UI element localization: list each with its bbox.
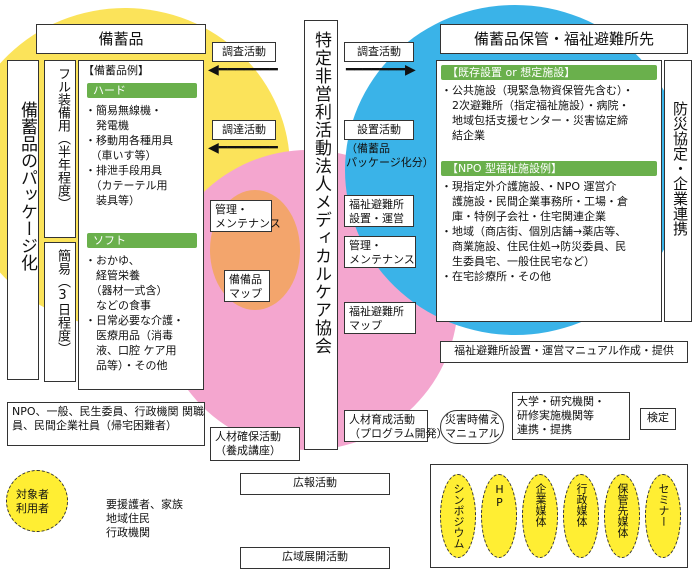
existing-item: ・公共施設（現緊急物資保管先含む）・: [441, 84, 634, 97]
install: 設置活動: [344, 120, 414, 140]
research-box: 大学・研究機関・ 研修実施機関等 連携・提携: [512, 392, 630, 440]
soft-list: ・おかゆ、 経管栄養 （器材一式含） などの食事・日常必要な介護・ 医療用品（消…: [85, 253, 184, 373]
arrow-procure: ◀━━━━━━━: [208, 140, 278, 156]
arrow-survey-right: ━━━━━━━▶: [346, 62, 416, 78]
package-note: （備蓄品 パッケージ化分）: [346, 142, 434, 169]
full-prep-label: フル装備用（半年程度）: [44, 60, 76, 238]
media-label: 企業媒体: [534, 483, 547, 527]
procure: 調達活動: [212, 120, 276, 140]
hard-tag: ハード: [87, 83, 197, 98]
npo-tag: 【NPO 型福祉施設例】: [441, 161, 657, 176]
npo-item: ・在宅診療所・その他: [441, 270, 551, 283]
right-vertical-title: 防災協定・企業連携: [664, 60, 692, 322]
simple-text: 簡易: [55, 249, 70, 275]
survey-right: 調査活動: [344, 42, 414, 62]
npo-item: ・地域（商店街、個別店舗→薬店等、: [441, 225, 627, 238]
media-box: [430, 464, 688, 568]
soft-item: ・日常必要な介護・: [85, 314, 184, 327]
npo-list: ・現指定外介護施設、・NPO 運営介 護施設・民間企業事務所・工場・倉 庫・特例…: [441, 179, 628, 284]
npo-item: ・現指定外介護施設、・NPO 運営介: [441, 180, 617, 193]
media-item: セミナー: [645, 474, 681, 558]
hard-item: （車いす等）: [85, 149, 157, 162]
survey-left: 調査活動: [212, 42, 276, 62]
soft-item: 品等）・その他: [85, 359, 168, 372]
media-label: 保管先媒体: [616, 483, 629, 538]
soft-item: （器材一式含）: [85, 284, 168, 297]
arrow-survey-left: ◀━━━━━━━: [208, 62, 278, 78]
npo-item: 商業施設、住民住処→防災委員、民: [441, 240, 627, 253]
npo-item: 護施設・民間企業事務所・工場・倉: [441, 195, 628, 208]
existing-tag: 【既存設置 or 想定施設】: [441, 65, 657, 80]
soft-item: 経管栄養: [85, 269, 140, 282]
disaster-manual: 災害時備え マニュアル: [440, 410, 504, 444]
media-item: シンポジウム: [440, 474, 476, 558]
facility-setup: 福祉避難所 設置・運営: [344, 195, 414, 227]
hard-item: 装具等）: [85, 194, 140, 207]
existing-item: 結企業: [441, 129, 485, 142]
left-header: 備蓄品: [36, 24, 206, 54]
soft-item: などの食事: [85, 299, 151, 312]
stock-example-box: 【備蓄品例】 ハード ・簡易無線機・ 発電機・移動用各種用具 （車いす等） ・排泄…: [78, 60, 204, 390]
hard-item: 発電機: [85, 119, 129, 132]
npo-item: 生委員宅、一般住民宅など）: [441, 255, 595, 268]
soft-tag: ソフト: [87, 233, 197, 248]
full-prep-period: （半年程度）: [55, 132, 70, 210]
full-prep-text: フル装備用: [55, 67, 70, 132]
simple-label: 簡易（3日程度）: [44, 242, 76, 382]
target-list: 要援護者、家族 地域住民 行政機関: [106, 498, 183, 539]
media-item: 企業媒体: [522, 474, 558, 558]
target-circle: [6, 470, 68, 532]
hard-item: （カテーテル用: [85, 179, 168, 192]
npo-people: NPO、一般、民生委員、行政機関 関職 員、民間企業社員（帰宅困難者）: [7, 402, 205, 446]
media-item: 保管先媒体: [604, 474, 640, 558]
existing-item: 2次避難所（指定福祉施設）・病院・: [441, 99, 630, 112]
manual-box: 福祉避難所設置・運営マニュアル作成・提供: [440, 341, 688, 363]
hard-list: ・簡易無線機・ 発電機・移動用各種用具 （車いす等） ・排泄手段用具 （カテーテル…: [85, 103, 173, 208]
pr-box: 広報活動: [240, 473, 390, 495]
maint-left: 管理・ メンテナンス: [210, 200, 281, 232]
simple-period: （3日程度）: [55, 275, 70, 355]
media-item: HP: [481, 474, 517, 558]
hard-item: ・排泄手段用具: [85, 164, 162, 177]
media-item: 行政媒体: [563, 474, 599, 558]
maint-right: 管理・ メンテナンス: [344, 236, 416, 268]
left-vertical-title: 備蓄品のパッケージ化: [7, 60, 39, 380]
shelter-map: 福祉避難所 マップ: [344, 302, 416, 334]
soft-item: ・おかゆ、: [85, 254, 140, 267]
hard-item: ・移動用各種用具: [85, 134, 173, 147]
verify-box: 検定: [640, 408, 676, 430]
media-label: セミナー: [657, 483, 670, 527]
facility-box: 【既存設置 or 想定施設】 ・公共施設（現緊急物資保管先含む）・ 2次避難所（…: [436, 60, 662, 322]
existing-list: ・公共施設（現緊急物資保管先含む）・ 2次避難所（指定福祉施設）・病院・ 地域包…: [441, 83, 634, 143]
hard-item: ・簡易無線機・: [85, 104, 162, 117]
npo-item: 庫・特例子会社・住宅関連企業: [441, 210, 606, 223]
stock-example-title: 【備蓄品例】: [83, 64, 149, 77]
hr-secure: 人材確保活動 （養成講座）: [210, 427, 300, 461]
center-org: 特定非営利活動法人メディカルケア協会: [304, 20, 338, 450]
media-label: 行政媒体: [575, 483, 588, 527]
media-label: HP: [493, 483, 506, 509]
soft-item: 医療用品（消毒: [85, 329, 173, 342]
media-label: シンポジウム: [452, 483, 465, 549]
hr-dev: 人材育成活動 （プログラム開発）: [344, 410, 448, 442]
target-label: 対象者 利用者: [16, 488, 49, 515]
soft-item: 液、口腔 ケア用: [85, 344, 177, 357]
stock-map: 備備品 マップ: [224, 270, 270, 302]
wide-box: 広域展開活動: [240, 547, 390, 569]
right-header: 備蓄品保管・福祉避難所先: [440, 24, 688, 54]
existing-item: 地域包括支援センター・災害協定締: [441, 114, 628, 127]
